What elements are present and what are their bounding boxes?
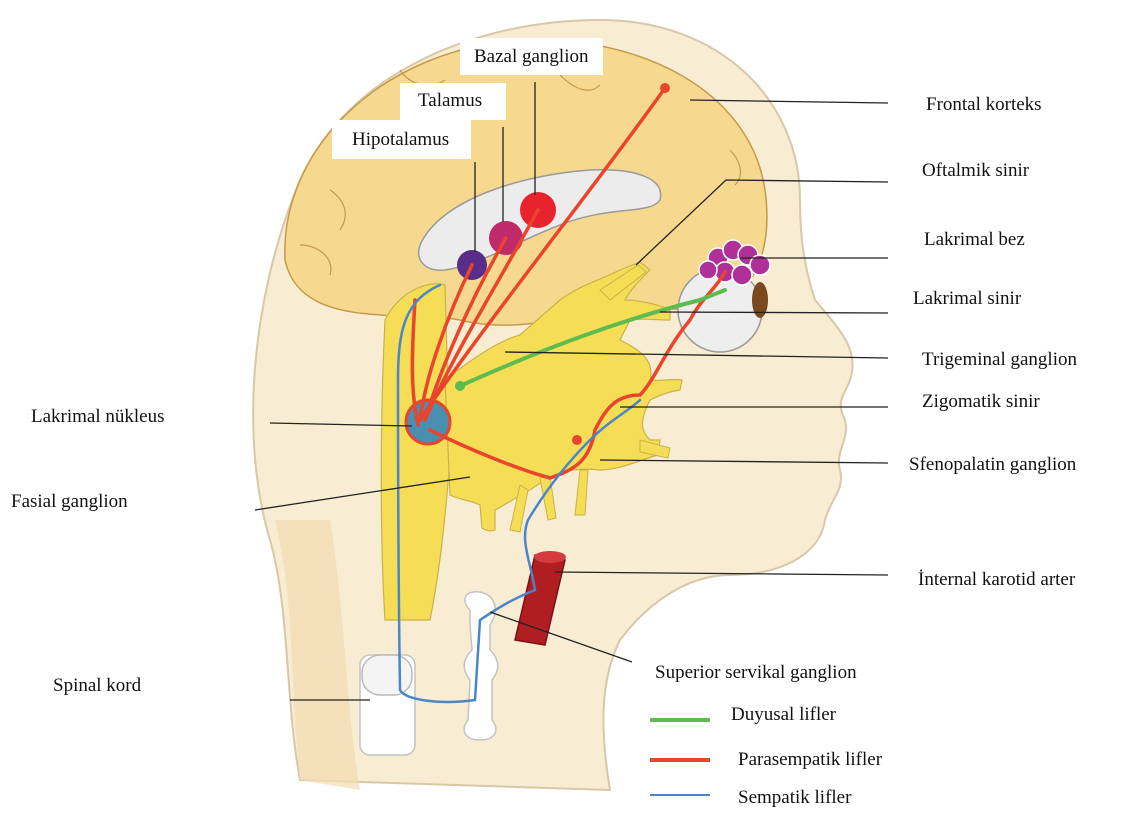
legend-label-sympathetic: Sempatik lifler (738, 788, 851, 807)
label-hipotalamus: Hipotalamus (332, 120, 471, 159)
label-lakrimal-nukleus: Lakrimal nükleus (31, 407, 165, 426)
frontal-marker (660, 83, 670, 93)
artery-opening (534, 551, 566, 563)
label-lakrimal-sinir: Lakrimal sinir (913, 289, 1021, 308)
label-fasial-ganglion: Fasial ganglion (11, 492, 128, 511)
label-frontal-korteks: Frontal korteks (926, 95, 1042, 114)
label-oftalmik-sinir: Oftalmik sinir (922, 161, 1029, 180)
label-internal-karotid-arter: İnternal karotid arter (918, 570, 1075, 589)
label-zigomatik-sinir: Zigomatik sinir (922, 392, 1040, 411)
sensory-marker (455, 381, 465, 391)
label-sfenopalatin-ganglion: Sfenopalatin ganglion (909, 455, 1076, 474)
label-superior-servikal-ganglion: Superior servikal ganglion (655, 663, 857, 682)
label-talamus: Talamus (400, 83, 506, 120)
legend-label-parasympathetic: Parasempatik lifler (738, 750, 882, 769)
label-trigeminal-ganglion: Trigeminal ganglion (922, 350, 1077, 369)
label-bazal-ganglion: Bazal ganglion (460, 38, 603, 75)
legend-label-sensory: Duyusal lifler (731, 705, 836, 724)
label-spinal-kord: Spinal kord (53, 676, 141, 695)
label-lakrimal-bez: Lakrimal bez (924, 230, 1025, 249)
sphenopalatine-marker (572, 435, 582, 445)
vertebra-cap (362, 655, 412, 695)
